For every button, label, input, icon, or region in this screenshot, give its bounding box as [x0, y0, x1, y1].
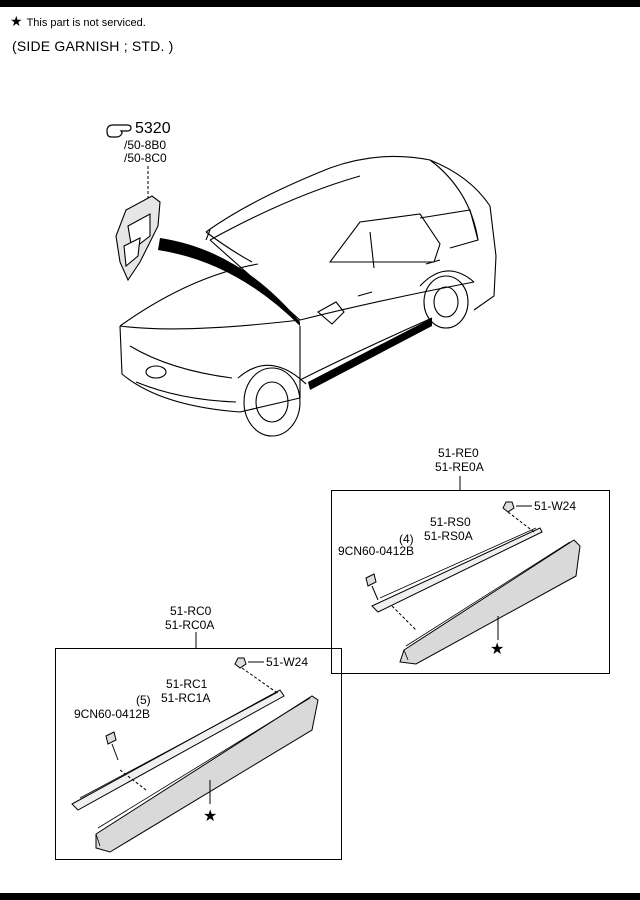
left-parts-box: [55, 648, 342, 860]
left-group-code-1[interactable]: 51-RC0: [170, 604, 212, 618]
right-parts-box: [331, 490, 610, 674]
left-clip-code[interactable]: 51-W24: [266, 655, 309, 669]
left-not-serviced-star-icon: ★: [203, 808, 218, 825]
not-serviced-note: ★This part is not serviced.: [10, 13, 146, 30]
left-group-code-2[interactable]: 51-RC0A: [165, 618, 215, 632]
right-screw-qty: (4): [399, 532, 414, 546]
reference-link-2[interactable]: /50-8C0: [124, 151, 167, 165]
pointer-swoosh: [158, 238, 300, 326]
right-group-code-1[interactable]: 51-RE0: [438, 446, 479, 460]
pointing-hand-icon: [106, 124, 132, 138]
right-box-parts: [365, 476, 581, 665]
right-molding-code-1[interactable]: 51-RS0: [430, 515, 471, 529]
note-text: This part is not serviced.: [26, 17, 146, 29]
garnish-highlight: [308, 318, 432, 390]
reference-link-1[interactable]: /50-8B0: [124, 138, 167, 152]
left-molding-code-1[interactable]: 51-RC1: [166, 677, 208, 691]
diagram-subtitle: (SIDE GARNISH ; STD. ): [12, 38, 174, 54]
mirror-bracket: [115, 195, 161, 282]
reference-section[interactable]: 5320: [135, 120, 171, 137]
left-box-parts: [71, 632, 319, 853]
left-screw-code[interactable]: 9CN60-0412B: [74, 707, 151, 721]
top-border: [0, 0, 640, 7]
bottom-border: [0, 893, 640, 900]
right-molding-code-2[interactable]: 51-RS0A: [424, 529, 473, 543]
car-illustration: [119, 155, 497, 437]
star-icon: ★: [10, 13, 23, 29]
right-not-serviced-star-icon: ★: [490, 641, 505, 658]
left-molding-code-2[interactable]: 51-RC1A: [161, 691, 211, 705]
right-group-code-2[interactable]: 51-RE0A: [435, 460, 484, 474]
right-clip-code[interactable]: 51-W24: [534, 499, 577, 513]
right-screw-code[interactable]: 9CN60-0412B: [338, 544, 415, 558]
left-screw-qty: (5): [136, 693, 151, 707]
